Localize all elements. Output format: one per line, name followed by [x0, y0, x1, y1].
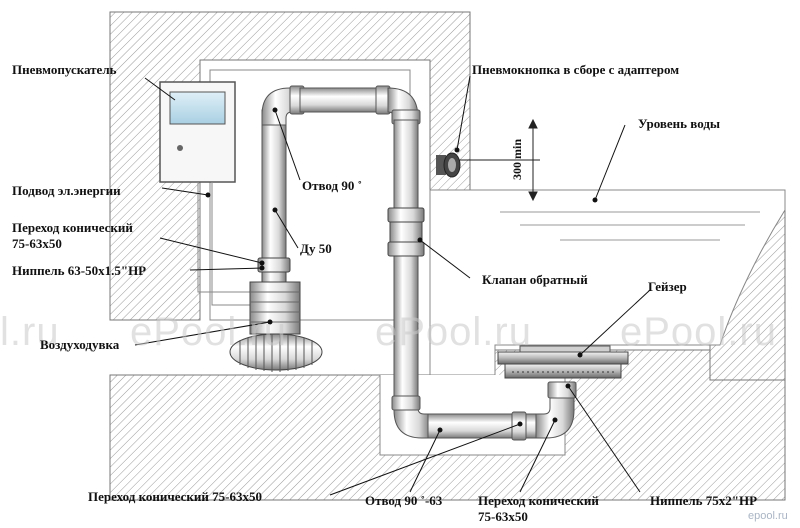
- label-reducer-bottom-left: Переход конический 75-63х50: [88, 489, 262, 504]
- label-blower: Воздуходувка: [40, 337, 120, 352]
- blower-unit: [229, 281, 323, 372]
- watermark: ePool.ru: [130, 310, 287, 354]
- watermark-corner: epool.ru: [748, 510, 788, 522]
- label-power-supply: Подвод эл.энергии: [12, 183, 121, 198]
- label-pneumo-starter: Пневмопускатель: [12, 62, 117, 77]
- leader-lines: [134, 75, 651, 496]
- dimension-300-min: [452, 118, 540, 202]
- label-water-level: Уровень воды: [638, 116, 721, 131]
- label-nipple-top: Ниппель 63-50х1.5"НР: [12, 263, 147, 278]
- watermark: ePool.ru: [620, 310, 777, 354]
- geyser-unit: [497, 345, 629, 379]
- label-reducer-top-1: Переход конический: [12, 220, 133, 235]
- label-elbow-bottom: Отвод 90 ˚-63: [365, 493, 443, 508]
- pneumo-starter-box: [159, 81, 236, 183]
- label-nipple-bottom: Ниппель 75х2"НР: [650, 493, 758, 508]
- watermark: ePool.ru: [375, 310, 532, 354]
- label-check-valve: Клапан обратный: [482, 272, 588, 287]
- pneumo-button: [436, 152, 461, 178]
- label-pneumo-button: Пневмокнопка в сборе с адаптером: [472, 62, 680, 77]
- label-du50: Ду 50: [300, 241, 332, 256]
- concrete-structure: [109, 11, 786, 501]
- label-reducer-bottom-1: Переход конический: [478, 493, 599, 508]
- label-elbow-top: Отвод 90 ˚: [302, 178, 362, 193]
- label-reducer-top-2: 75-63х50: [12, 236, 62, 251]
- label-reducer-bottom-2: 75-63х50: [478, 509, 528, 524]
- watermark: l.ru: [0, 310, 60, 354]
- water-surface: [500, 211, 760, 241]
- label-geyser: Гейзер: [648, 279, 687, 294]
- leader-dots: [205, 107, 598, 433]
- label-300-min: 300 min: [510, 138, 524, 180]
- electric-cable: [197, 182, 265, 306]
